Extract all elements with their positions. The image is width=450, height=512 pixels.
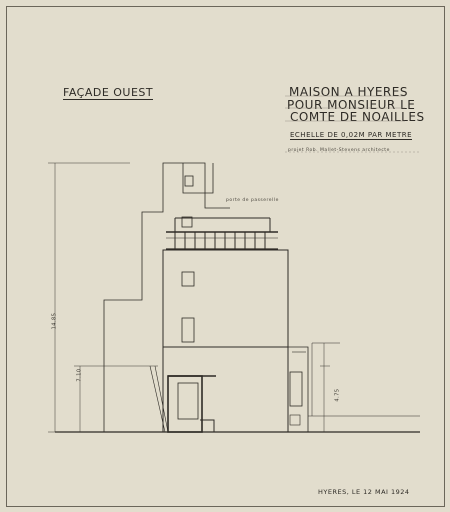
sheet-border	[6, 6, 445, 507]
title-line-1: MAISON A HYERES	[289, 85, 408, 99]
dimension-mid-height: 7.10	[76, 368, 83, 382]
building-outline	[55, 95, 420, 433]
title-line-3: COMTE DE NOAILLES	[290, 110, 425, 124]
door-annotation: porte de passerelle	[226, 198, 279, 203]
date-signature: HYERES, LE 12 MAI 1924	[318, 488, 410, 496]
facade-title: FAÇADE OUEST	[63, 86, 154, 100]
dimension-total-height: 14.85	[51, 312, 58, 330]
title-line-2: POUR MONSIEUR LE	[287, 98, 416, 112]
dimension-right-height: 4.75	[334, 388, 341, 402]
scale-note: ECHELLE DE 0,02M PAR METRE	[290, 131, 413, 140]
author-note: projet Rob. Mallet-Stevens architecte	[288, 148, 390, 153]
dimension-lines	[48, 162, 330, 433]
